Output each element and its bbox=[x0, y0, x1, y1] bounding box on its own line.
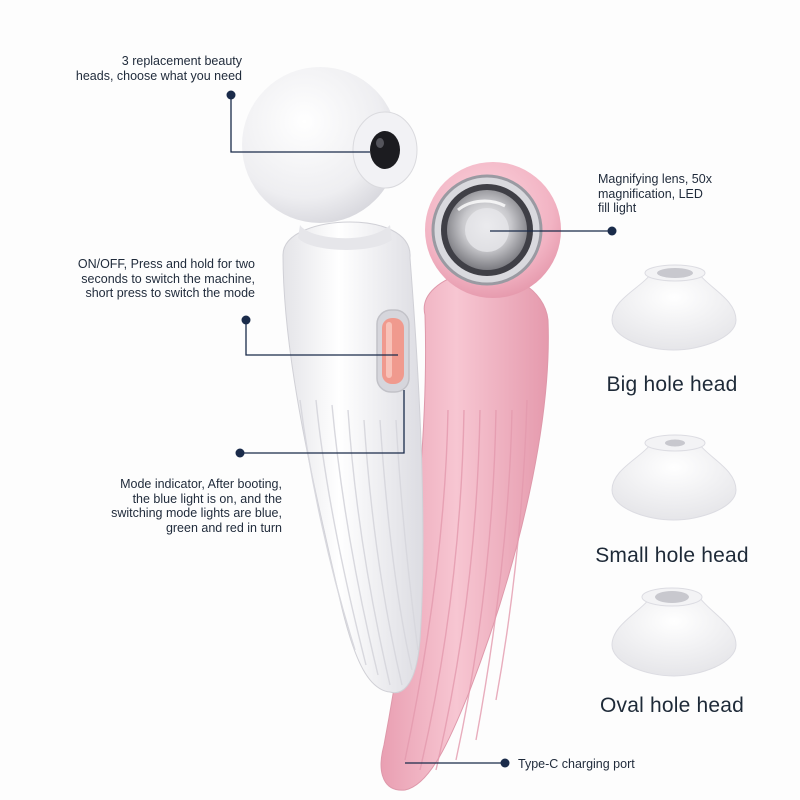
white-device bbox=[242, 67, 424, 694]
label-oval-hole-head: Oval hole head bbox=[599, 694, 745, 717]
label-big-hole-head: Big hole head bbox=[606, 373, 738, 396]
dot-magnifying-lens bbox=[607, 226, 617, 236]
oval-hole-head-image bbox=[611, 587, 737, 677]
callout-lines bbox=[230, 95, 612, 764]
dot-on-off bbox=[241, 315, 251, 325]
line-replacement-heads bbox=[230, 95, 370, 153]
line-on-off bbox=[245, 320, 398, 356]
label-small-hole-head: Small hole head bbox=[595, 544, 749, 567]
small-hole-head-image bbox=[611, 434, 737, 521]
callout-magnifying-lens: Magnifying lens, 50x magnification, LED … bbox=[598, 172, 712, 215]
dot-charging-port bbox=[500, 758, 510, 768]
callout-dots bbox=[226, 90, 617, 768]
callout-mode-indicator: Mode indicator, After booting, the blue … bbox=[111, 477, 282, 535]
callout-charging-port: Type-C charging port bbox=[518, 757, 635, 771]
callout-on-off: ON/OFF, Press and hold for two seconds t… bbox=[77, 257, 255, 300]
big-hole-head-image bbox=[611, 264, 737, 351]
dot-mode-indicator bbox=[235, 448, 245, 458]
dot-replacement-heads bbox=[226, 90, 236, 100]
pink-device bbox=[380, 162, 561, 791]
callout-replacement-heads: 3 replacement beauty heads, choose what … bbox=[75, 54, 242, 83]
line-mode-indicator bbox=[240, 390, 405, 454]
